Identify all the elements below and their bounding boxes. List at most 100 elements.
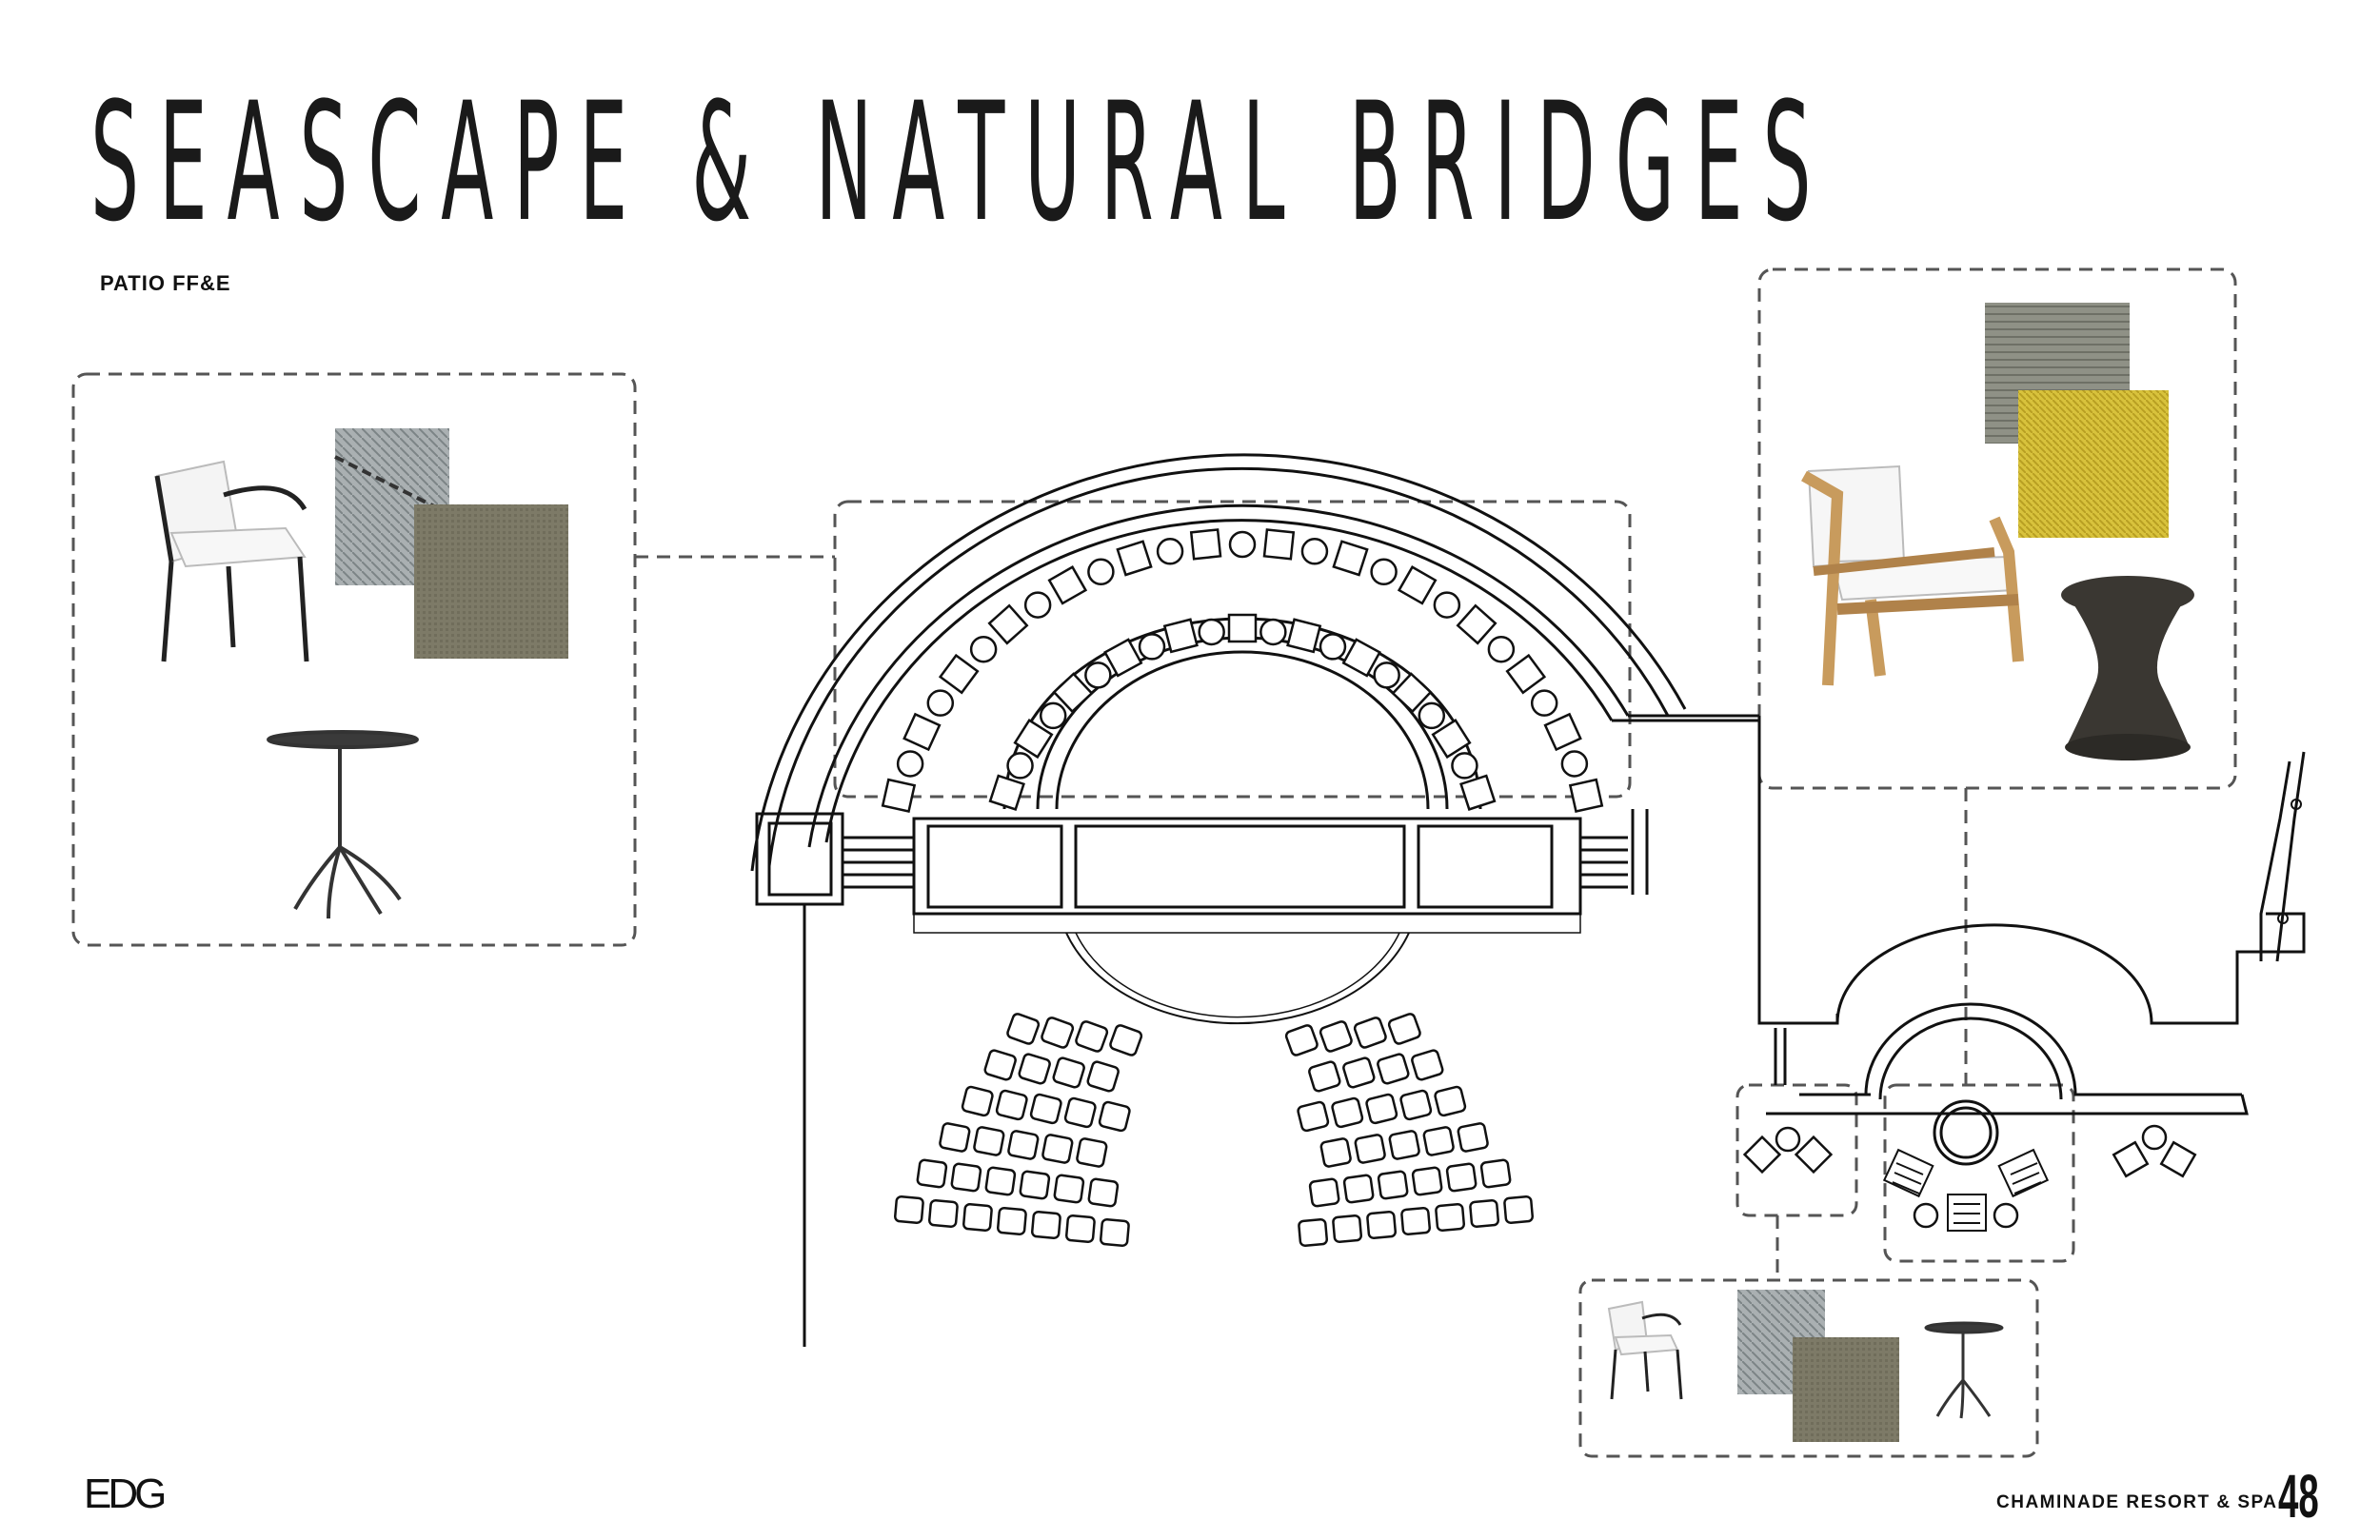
plan-table (1228, 530, 1257, 559)
plan-table (1560, 750, 1589, 778)
theatre-chair (1388, 1130, 1420, 1160)
theatre-chair (1332, 1214, 1363, 1244)
theatre-chair (950, 1162, 982, 1193)
theatre-chair (1434, 1085, 1467, 1117)
plan-chair (1189, 528, 1222, 561)
plan-table (1023, 591, 1052, 619)
plan-table (1418, 701, 1446, 730)
theatre-chair (1457, 1122, 1489, 1153)
lounge-chair-icon (1801, 464, 2024, 686)
theatre-chair (1029, 1093, 1062, 1125)
theatre-chair (1411, 1166, 1443, 1196)
theatre-chair (962, 1202, 993, 1233)
theatre-chair (1445, 1162, 1478, 1193)
fabric-swatch-icon (334, 428, 568, 659)
plan-table (926, 689, 955, 717)
theatre-chair (1331, 1096, 1364, 1129)
theatre-chair (1109, 1024, 1143, 1056)
plan-chair (1397, 565, 1438, 605)
theatre-chair (1342, 1174, 1375, 1204)
theatre-chair (996, 1206, 1027, 1236)
callout-frame-small-b (1883, 1083, 2075, 1263)
theatre-chair (1063, 1096, 1097, 1129)
theatre-chair (1377, 1170, 1409, 1200)
plan-chair (938, 653, 980, 695)
theatre-chair (1353, 1017, 1387, 1049)
theatre-chair (983, 1049, 1017, 1081)
plan-table (1084, 661, 1112, 689)
plan-chair (1391, 672, 1433, 714)
bistro-table-icon (267, 730, 419, 919)
theatre-chair (1354, 1134, 1386, 1164)
plan-table (1319, 633, 1347, 661)
plan-table (1451, 752, 1478, 780)
project-name: CHAMINADE RESORT & SPA (1996, 1492, 2278, 1512)
drum-side-table-icon (2061, 576, 2194, 760)
page-number: 48 (2278, 1462, 2319, 1530)
theatre-chair (1400, 1206, 1432, 1236)
plan-table (1530, 689, 1558, 717)
plan-table (896, 750, 924, 778)
plan-chair (881, 778, 917, 814)
theatre-chair (1342, 1056, 1376, 1089)
plan-chair (1047, 565, 1088, 605)
plan-chair (1341, 638, 1381, 678)
theatre-chair (1076, 1137, 1108, 1168)
arc-seating-group (881, 528, 1604, 814)
dining-chair-icon (154, 460, 309, 662)
plan-chair (1013, 718, 1054, 760)
plan-table (1487, 635, 1516, 663)
plan-chair (1052, 672, 1094, 714)
theatre-chair (1087, 1177, 1120, 1208)
plan-table (1259, 618, 1287, 646)
theatre-chair (973, 1126, 1005, 1156)
theatre-chair (1366, 1210, 1398, 1240)
theatre-chair (916, 1158, 948, 1189)
plan-table (1370, 558, 1398, 586)
plan-chair (987, 603, 1029, 645)
plan-table (1006, 752, 1034, 780)
callout-frame-bottom (1578, 1278, 2039, 1458)
theatre-chair (1018, 1053, 1051, 1085)
theatre-seating-group (893, 1013, 1535, 1248)
theatre-chair (1052, 1056, 1085, 1089)
plan-chair (1543, 712, 1582, 752)
callout-frame-left (71, 372, 637, 947)
theatre-chair (1098, 1100, 1131, 1133)
plan-chair (1459, 774, 1497, 811)
plan-chair (1505, 653, 1547, 695)
plan-table (1138, 633, 1166, 661)
plan-chair (1116, 540, 1153, 577)
theatre-chair (1399, 1089, 1433, 1121)
callout-frame-small-a (1735, 1083, 1858, 1217)
theatre-chair (1099, 1217, 1130, 1248)
page-subtitle: PATIO FF&E (100, 271, 231, 295)
fabric-swatch-icon (1737, 1290, 1899, 1442)
plan-table (1300, 538, 1329, 565)
theatre-chair (1435, 1202, 1466, 1233)
dining-chair-icon (1607, 1300, 1683, 1400)
theatre-chair (1297, 1100, 1330, 1133)
plan-chair (902, 712, 942, 752)
plan-chair (1286, 618, 1322, 654)
plan-chair (1227, 613, 1258, 643)
plan-table (1087, 558, 1115, 586)
bistro-table-icon (1924, 1321, 2004, 1419)
theatre-chair (1086, 1060, 1120, 1093)
theatre-chair (1041, 1134, 1074, 1164)
theatre-chair (1479, 1158, 1512, 1189)
theatre-chair (1041, 1017, 1075, 1049)
theatre-chair (1298, 1217, 1329, 1248)
theatre-chair (1319, 1137, 1352, 1168)
plan-chair (1103, 638, 1143, 678)
plan-chair (1431, 718, 1472, 760)
plan-table (1433, 591, 1461, 619)
theatre-chair (984, 1166, 1017, 1196)
firepit-seating-group (1742, 1124, 2197, 1232)
plan-table (969, 635, 998, 663)
theatre-chair (1019, 1170, 1051, 1200)
plan-table (1156, 538, 1184, 565)
theatre-chair (1411, 1049, 1444, 1081)
